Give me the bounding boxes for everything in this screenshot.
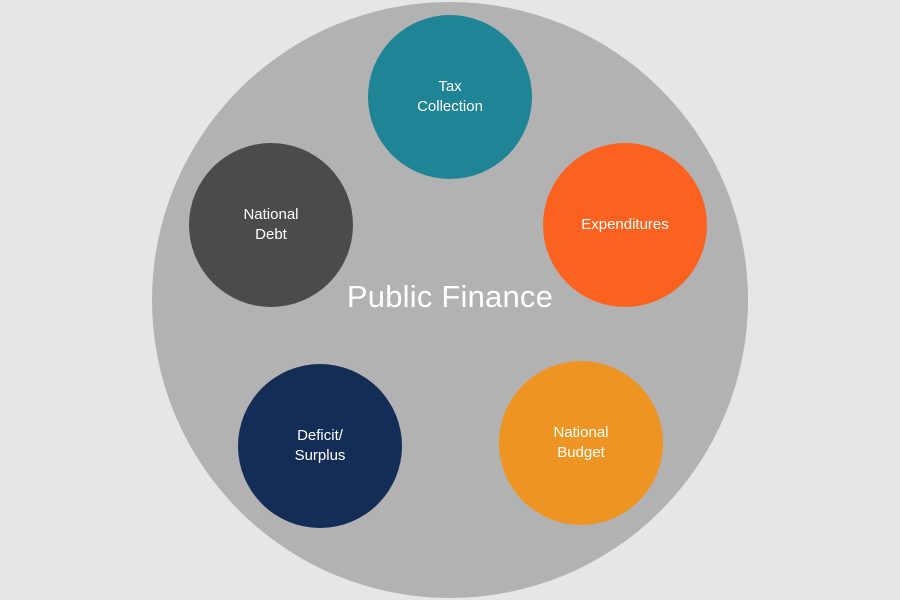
node-tax-collection: Tax Collection (368, 15, 532, 179)
node-label: Tax Collection (417, 78, 483, 115)
node-expenditures: Expenditures (543, 143, 707, 307)
node-deficit-surplus: Deficit/ Surplus (238, 364, 402, 528)
node-label: National Debt (243, 206, 299, 243)
node-label: Deficit/ Surplus (294, 427, 346, 464)
node-label: National Budget (553, 424, 609, 461)
node-national-budget: National Budget (499, 361, 663, 525)
node-national-debt: National Debt (189, 143, 353, 307)
node-label: Expenditures (581, 216, 669, 233)
center-title: Public Finance (346, 279, 554, 314)
